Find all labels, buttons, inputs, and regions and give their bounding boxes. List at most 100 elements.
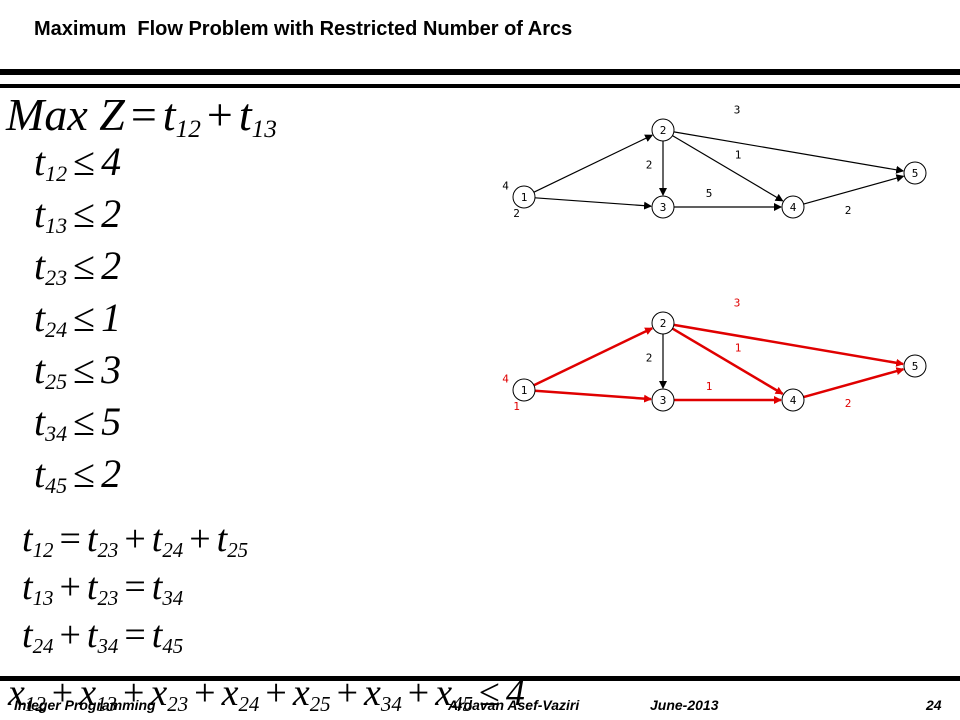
constraint-sub: 24 — [45, 317, 68, 343]
edge-1-2 — [533, 327, 654, 387]
constraint-var: t — [34, 243, 46, 288]
node-5 — [903, 161, 927, 185]
cardinality-term: x — [8, 672, 25, 714]
objective-var-2: t — [238, 89, 252, 140]
cardinality-rhs: 4 — [505, 672, 525, 714]
objective-plus: + — [206, 89, 233, 140]
constraint-row: t34≤5 — [34, 402, 121, 445]
balance-plus: + — [59, 566, 81, 608]
node-5 — [903, 354, 927, 378]
balance-term: t — [86, 566, 98, 608]
balance-term: t — [151, 614, 163, 656]
cardinality-term: x — [150, 672, 168, 714]
constraint-rhs: 2 — [101, 451, 122, 496]
constraint-row: t23≤2 — [34, 246, 121, 289]
cardinality-term: x — [79, 672, 97, 714]
constraint-rhs: 4 — [101, 139, 122, 184]
balance-term: t — [86, 518, 98, 560]
constraint-op: ≤ — [73, 295, 96, 340]
balance-plus: + — [189, 518, 211, 560]
cardinality-sub: 13 — [96, 691, 117, 716]
cardinality-sub: 34 — [380, 691, 402, 716]
edge-label-1-3: 1 — [513, 400, 520, 413]
balance-sub: 13 — [32, 585, 54, 610]
cardinality-plus: + — [336, 672, 359, 714]
balance-equation: t13+t23=t34 — [22, 568, 183, 609]
constraint-op: ≤ — [73, 451, 96, 496]
balance-equals: = — [124, 614, 146, 656]
node-label-2: 2 — [660, 317, 667, 330]
node-2 — [651, 118, 675, 142]
balance-sub: 23 — [97, 537, 119, 562]
constraint-rhs: 2 — [101, 191, 122, 236]
balance-sub: 34 — [162, 585, 184, 610]
footer-page-number: 24 — [926, 697, 942, 713]
cardinality-plus: + — [407, 672, 430, 714]
edge-label-4-5: 2 — [845, 397, 852, 410]
cardinality-sub: 24 — [238, 691, 260, 716]
footer-date: June-2013 — [650, 697, 719, 713]
balance-equals: = — [124, 566, 146, 608]
constraint-sub: 13 — [45, 213, 68, 239]
edge-label-2-3: 2 — [646, 159, 653, 172]
cardinality-term: x — [364, 672, 381, 714]
node-4 — [781, 388, 805, 412]
edge-label-3-4: 5 — [706, 187, 713, 200]
edge-2-5 — [673, 323, 905, 367]
objective-var-1: t — [162, 89, 176, 140]
edge-1-3 — [534, 197, 653, 210]
constraint-var: t — [34, 399, 46, 444]
cardinality-sub: 25 — [309, 691, 331, 716]
node-label-5: 5 — [912, 167, 919, 180]
balance-term: t — [22, 614, 33, 656]
edge-1-2 — [533, 134, 654, 193]
node-label-2: 2 — [660, 124, 667, 137]
constraint-sub: 34 — [45, 421, 68, 447]
cardinality-plus: + — [51, 672, 74, 714]
cardinality-term: x — [292, 672, 310, 714]
constraint-row: t45≤2 — [34, 454, 121, 497]
constraint-rhs: 1 — [101, 295, 122, 340]
balance-sub: 24 — [162, 537, 184, 562]
footer-author: Ardavan Asef-Vaziri — [448, 697, 580, 713]
node-label-1: 1 — [521, 384, 528, 397]
cardinality-term: x — [221, 672, 239, 714]
cardinality-term: x — [435, 672, 453, 714]
objective-function: Max Z=t12+t13 — [6, 92, 277, 142]
edge-2-4 — [672, 135, 784, 202]
balance-plus: + — [59, 614, 81, 656]
constraint-row: t25≤3 — [34, 350, 121, 393]
constraint-row: t12≤4 — [34, 142, 121, 185]
constraint-sub: 23 — [45, 265, 68, 291]
edge-label-4-5: 2 — [845, 204, 852, 217]
constraint-var: t — [34, 191, 46, 236]
edge-label-2-4: 1 — [735, 342, 742, 355]
constraint-row: t24≤1 — [34, 298, 121, 341]
slide-title: Maximum Flow Problem with Restricted Num… — [34, 18, 573, 40]
cardinality-plus: + — [122, 672, 145, 714]
balance-term: t — [151, 566, 163, 608]
node-2 — [651, 311, 675, 335]
balance-equation: t12=t23+t24+t25 — [22, 520, 248, 561]
balance-equation: t24+t34=t45 — [22, 616, 183, 657]
node-3 — [651, 195, 675, 219]
constraint-var: t — [34, 451, 46, 496]
constraint-var: t — [34, 295, 46, 340]
edge-4-5 — [803, 174, 905, 205]
constraint-var: t — [34, 347, 46, 392]
balance-term: t — [86, 614, 98, 656]
balance-term: t — [22, 518, 33, 560]
footer-rule — [0, 676, 960, 681]
balance-sub: 45 — [162, 633, 184, 658]
constraint-op: ≤ — [73, 191, 96, 236]
cardinality-sub: 45 — [452, 691, 473, 716]
balance-sub: 34 — [97, 633, 119, 658]
constraint-sub: 25 — [45, 369, 68, 395]
edge-1-3 — [534, 389, 653, 403]
balance-sub: 23 — [97, 585, 119, 610]
constraint-rhs: 3 — [101, 347, 122, 392]
node-label-4: 4 — [790, 201, 797, 214]
balance-equals: = — [59, 518, 81, 560]
balance-term: t — [22, 566, 33, 608]
